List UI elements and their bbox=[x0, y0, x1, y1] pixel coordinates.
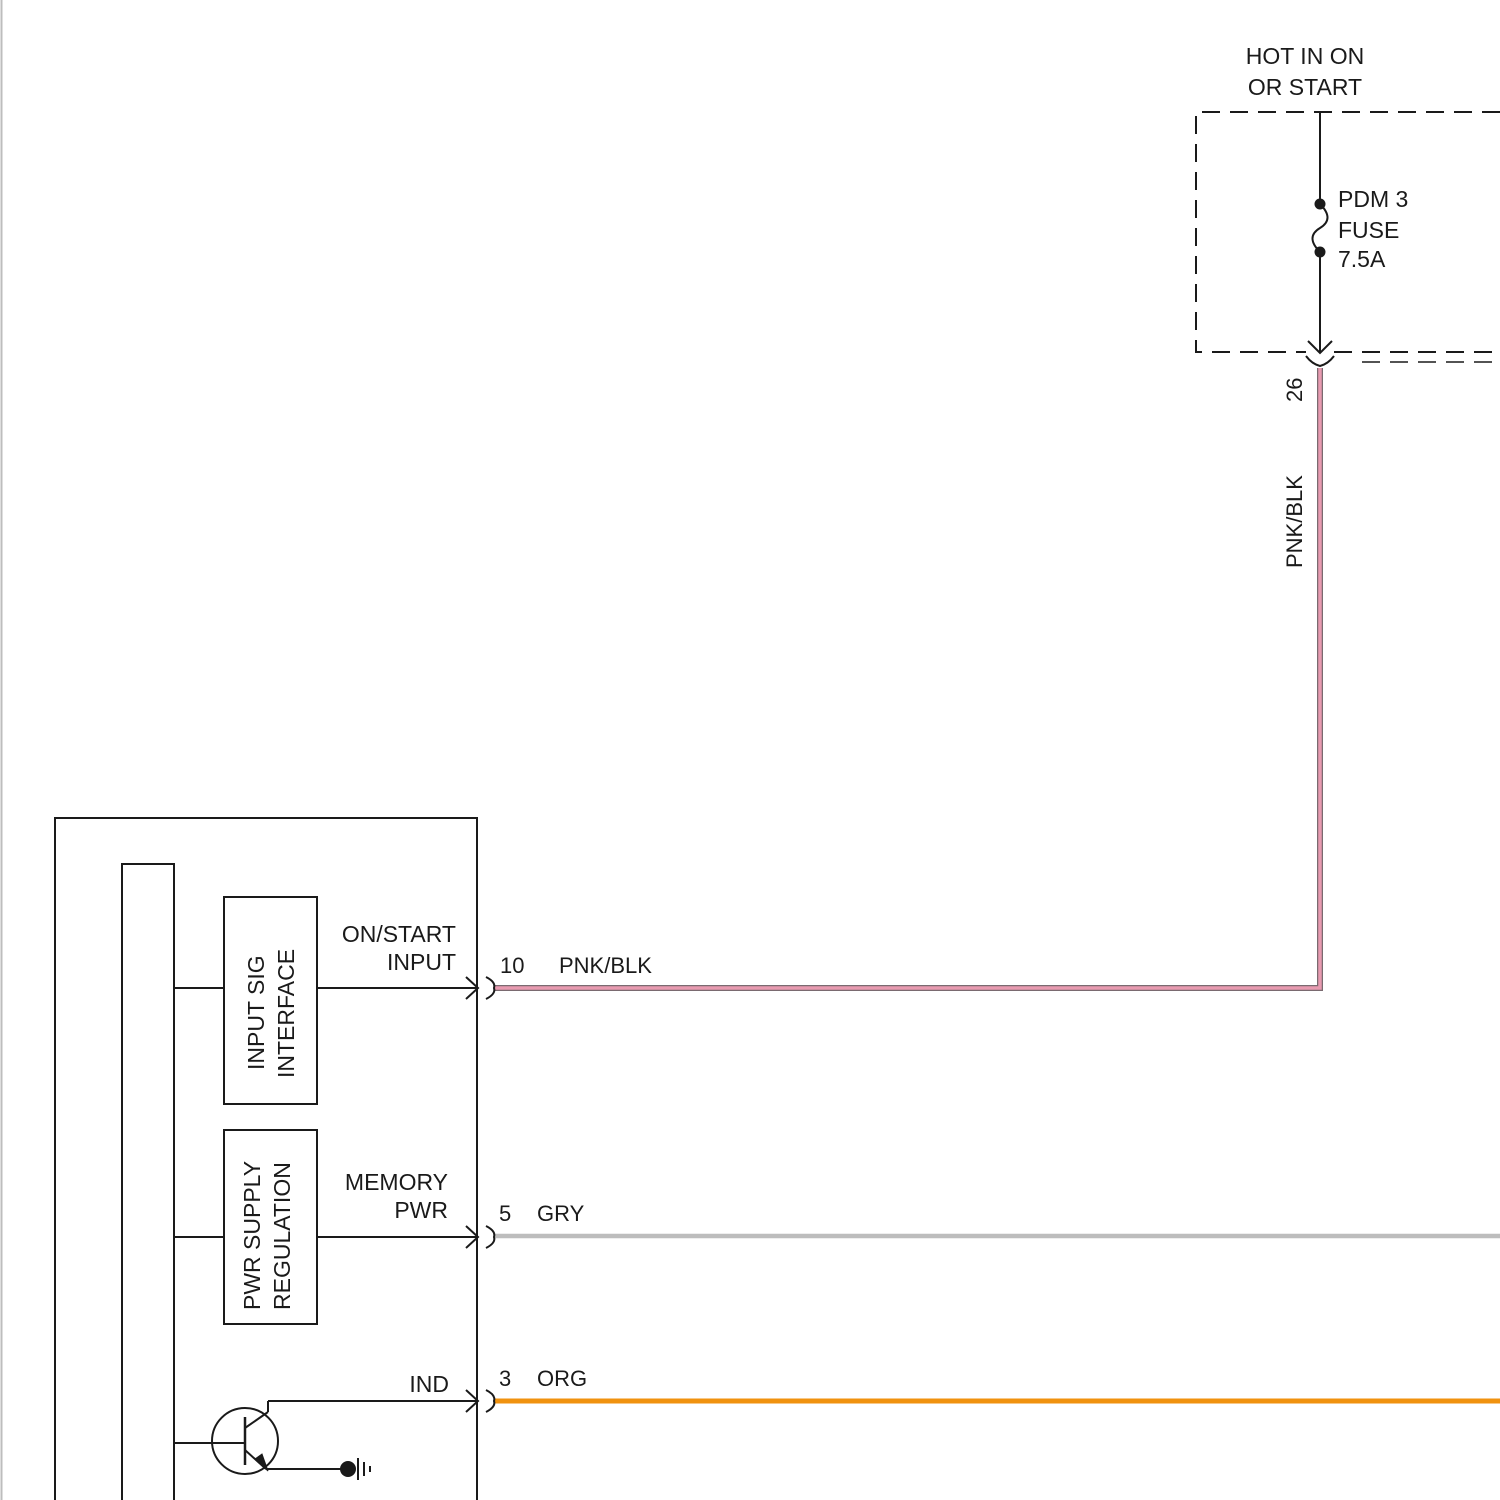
power-source-label-line2: OR START bbox=[1248, 74, 1362, 100]
pin-10-number: 10 bbox=[500, 953, 524, 978]
pwr-supply-label-line1: PWR SUPPLY bbox=[239, 1161, 265, 1310]
fuse-label-line2: FUSE bbox=[1338, 217, 1399, 243]
pnk-blk-wire bbox=[494, 368, 1320, 988]
wires bbox=[494, 368, 1500, 1401]
pin-10-female-icon bbox=[486, 977, 494, 999]
input-sig-interface-label-line2: INTERFACE bbox=[273, 949, 299, 1078]
pin-5-wire-label: GRY bbox=[537, 1201, 585, 1226]
power-distribution-module: HOT IN ON OR START PDM 3 FUSE 7.5A 26 PN… bbox=[1196, 43, 1500, 568]
circuit-1-signal-line1: ON/START bbox=[342, 921, 456, 947]
pwr-supply-label-line2: REGULATION bbox=[269, 1162, 295, 1310]
pin-5-number: 5 bbox=[499, 1201, 511, 1226]
pin-3-female-icon bbox=[486, 1390, 494, 1412]
pdm-wire-color-label: PNK/BLK bbox=[1282, 475, 1307, 568]
pin-5-female-icon bbox=[486, 1226, 494, 1248]
fuse-label-line1: PDM 3 bbox=[1338, 186, 1408, 212]
pin-3-wire-label: ORG bbox=[537, 1366, 587, 1391]
module: INPUT SIG INTERFACE PWR SUPPLY REGULATIO… bbox=[55, 818, 478, 1500]
pin-10-wire-label: PNK/BLK bbox=[559, 953, 652, 978]
pin-3-number: 3 bbox=[499, 1366, 511, 1391]
circuit-2-signal-line2: PWR bbox=[394, 1197, 448, 1223]
module-connector: 10 PNK/BLK 5 GRY 3 ORG bbox=[466, 953, 652, 1412]
input-sig-interface-label-line1: INPUT SIG bbox=[243, 955, 269, 1070]
transistor-icon bbox=[174, 1401, 278, 1474]
pnk-blk-wire-outline bbox=[494, 368, 1320, 988]
fuse-icon bbox=[1313, 204, 1328, 252]
circuit-2-signal-line1: MEMORY bbox=[345, 1169, 448, 1195]
circuit-3-signal-line1: IND bbox=[409, 1371, 449, 1397]
input-sig-interface-block bbox=[224, 897, 317, 1104]
module-internal-bus bbox=[122, 864, 174, 1500]
fuse-label-line3: 7.5A bbox=[1338, 246, 1386, 272]
power-source-label-line1: HOT IN ON bbox=[1246, 43, 1364, 69]
ground-icon bbox=[340, 1458, 370, 1480]
pdm-connector-female-icon bbox=[1306, 356, 1334, 366]
pdm-pin-number: 26 bbox=[1282, 378, 1307, 402]
circuit-1-signal-line2: INPUT bbox=[387, 949, 456, 975]
